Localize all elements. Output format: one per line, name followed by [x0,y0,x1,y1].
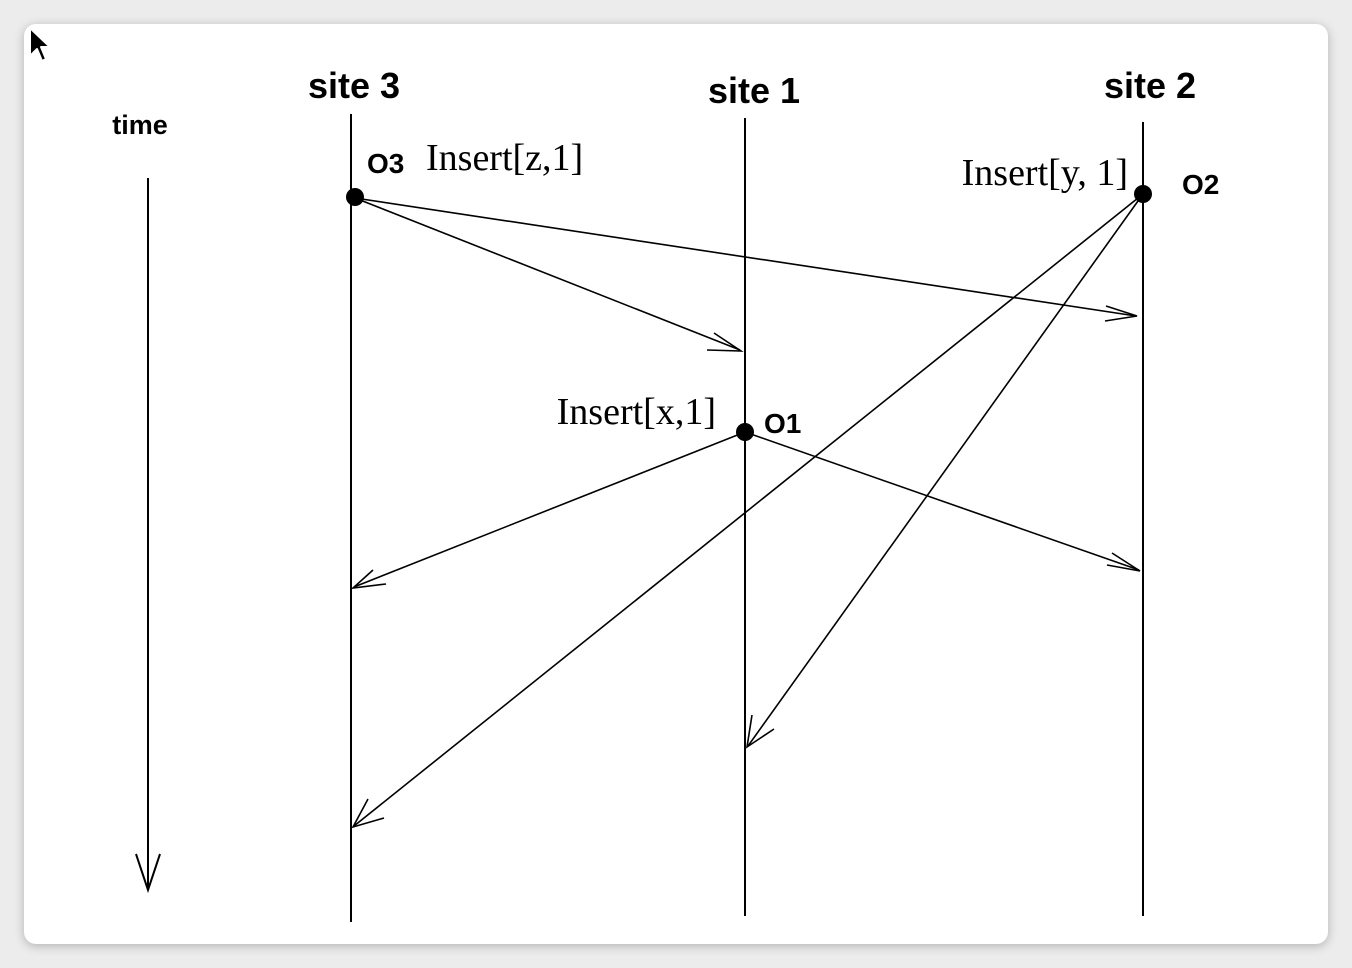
time-axis-arrowhead [135,853,161,894]
message-o3-to-site1 [354,197,741,351]
diagram-window: time site 3 site 1 site 2 O3 Insert[z, [24,24,1328,944]
operation-o2-insert: Insert[y, 1] [962,152,1128,194]
time-axis-label: time [112,110,168,140]
site-1-label: site 1 [708,70,800,111]
message-o3-to-site1-arrowhead [706,332,744,352]
site-3-label: site 3 [308,65,400,106]
message-o1-to-site2 [744,431,1140,571]
message-o2-to-site3-arrowhead [351,798,385,829]
operation-o3-name: O3 [367,148,404,179]
operation-o3-insert: Insert[z,1] [426,137,583,179]
site-2-label: site 2 [1104,65,1196,106]
mouse-pointer-icon [29,27,51,62]
operation-o2-dot [1134,185,1152,203]
message-o1-to-site3 [353,431,746,588]
operation-o1-dot [736,423,754,441]
space-time-diagram: time site 3 site 1 site 2 O3 Insert[z, [112,65,1219,922]
operation-o1-insert: Insert[x,1] [557,391,716,433]
message-o2-to-site1-arrowhead [745,714,775,749]
operation-o1-name: O1 [764,408,801,439]
message-o3-to-site2-arrowhead [1104,305,1138,322]
message-o2-to-site1 [747,193,1144,747]
message-o2-to-site3 [353,193,1144,827]
message-o3-to-site2 [354,197,1137,317]
operation-o3-dot [346,188,364,206]
message-o1-to-site3-arrowhead [350,569,387,590]
message-o1-to-site2-arrowhead [1106,552,1141,572]
operation-o2-name: O2 [1182,169,1219,200]
